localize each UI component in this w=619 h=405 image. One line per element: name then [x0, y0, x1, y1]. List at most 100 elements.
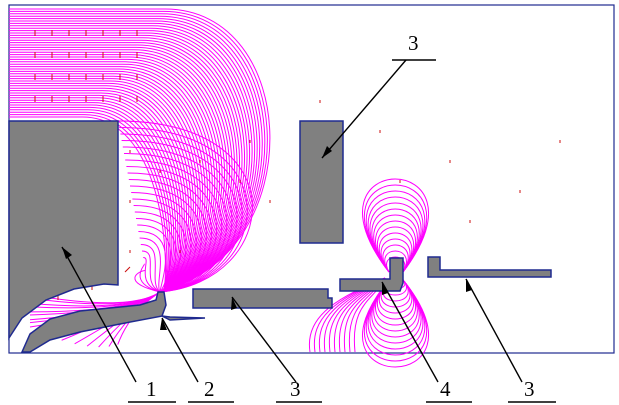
electrodes	[8, 120, 552, 353]
field-line-inner	[132, 198, 192, 293]
field-line-upper	[9, 97, 181, 291]
label-3-upper: 3	[408, 31, 419, 55]
field-line-inner	[126, 166, 218, 293]
electrode-1	[8, 120, 119, 341]
field-line-inner	[137, 224, 172, 293]
arrowhead-3a	[322, 146, 332, 158]
field-line-upper	[9, 116, 166, 291]
electrode-4	[339, 257, 404, 292]
field-line-inner	[134, 270, 161, 293]
field-line-lobe-upper	[378, 232, 413, 273]
leader-line-3c	[465, 278, 523, 383]
label-3-right: 3	[524, 377, 535, 401]
field-vector	[124, 266, 131, 273]
leader-lines	[61, 59, 523, 383]
field-line-upper	[9, 73, 204, 291]
arrowhead-1	[62, 247, 72, 259]
field-line-inner	[131, 192, 197, 293]
field-line-lobe-lower	[376, 279, 415, 320]
field-line-lobe-upper	[373, 214, 418, 273]
field-line-lobe-upper	[367, 196, 424, 273]
field-line-lobe-lower	[375, 279, 417, 326]
field-line-lobe-upper	[380, 238, 411, 273]
electrode-3-upper	[299, 120, 344, 244]
label-4: 4	[440, 377, 451, 401]
field-line-upper	[9, 94, 183, 291]
field-line-inner	[135, 218, 177, 293]
field-line-inner	[128, 179, 207, 293]
arrowhead-4	[382, 282, 388, 295]
field-line-inner	[143, 257, 161, 293]
field-line-inner	[121, 140, 238, 293]
field-line-lobe-upper	[369, 202, 422, 273]
field-line-inner	[140, 244, 161, 293]
field-line-upper	[9, 66, 211, 291]
field-line-inner	[125, 159, 223, 293]
field-line-lobe-upper	[384, 250, 407, 273]
field-line-upper	[9, 58, 218, 291]
field-line-lobe-upper	[365, 190, 426, 273]
field-line-upper	[9, 42, 235, 291]
field-line-upper	[9, 102, 177, 291]
field-line-lobe-lower	[362, 279, 429, 368]
field-line-lobe-upper	[376, 226, 415, 273]
field-line-upper	[9, 82, 194, 291]
field-line-upper	[9, 46, 230, 291]
arrowhead-3c	[466, 279, 472, 292]
field-line-inner	[138, 231, 166, 293]
field-line-inner	[139, 237, 161, 293]
leader-line-2	[161, 317, 199, 383]
label-2: 2	[204, 377, 215, 401]
field-line-upper	[9, 68, 208, 291]
electrode-2	[20, 291, 206, 353]
field-line-inner	[127, 172, 212, 293]
field-line-upper	[9, 111, 169, 291]
field-line-lobe-lower	[373, 279, 418, 332]
leader-line-3b	[231, 296, 297, 383]
field-line-inner	[129, 185, 202, 293]
field-line-lobe-lower	[367, 279, 424, 350]
field-line-lobe-upper	[386, 256, 406, 273]
field-line-upper	[9, 75, 201, 291]
field-line-lobe-upper	[362, 178, 429, 273]
field-line-inner	[119, 127, 248, 293]
field-line-lobe-lower	[369, 279, 422, 344]
label-underlines	[128, 59, 556, 403]
field-line-upper	[9, 104, 175, 291]
field-line-inner	[117, 120, 253, 293]
field-line-upper	[9, 78, 199, 291]
arrowheads	[62, 146, 472, 330]
leader-line-3a	[321, 59, 407, 159]
field-line-upper	[9, 114, 168, 291]
field-line-upper	[9, 85, 192, 291]
field-line-upper	[9, 54, 223, 291]
field-line-lobe-lower	[363, 279, 428, 362]
field-line-lobe-upper	[364, 184, 427, 273]
electrode-3-right	[427, 256, 552, 278]
field-line-inner	[139, 263, 161, 293]
leader-line-1	[61, 246, 137, 383]
field-vectors	[34, 30, 561, 300]
field-line-inner	[133, 205, 187, 293]
arrowhead-3b	[231, 297, 237, 310]
field-line-upper	[9, 61, 216, 291]
field-line-lobe-lower	[371, 279, 420, 338]
field-line-upper	[9, 109, 171, 291]
field-line-inner	[134, 211, 182, 293]
leader-line-4	[381, 281, 439, 383]
field-line-lobe-upper	[382, 244, 409, 273]
label-3-middle: 3	[290, 377, 301, 401]
field-line-upper	[9, 92, 185, 291]
field-line-upper	[9, 51, 225, 291]
field-line-lobe-lower	[378, 279, 413, 314]
electrode-3-lower	[192, 288, 333, 309]
field-line-inner	[120, 133, 243, 293]
field-line-inner	[122, 146, 233, 293]
field-line-lobe-upper	[375, 220, 417, 273]
field-line-lobe-lower	[365, 279, 426, 356]
field-line-inner	[123, 153, 228, 293]
field-line-upper	[9, 44, 233, 291]
arrowhead-2	[160, 318, 167, 330]
field-line-upper	[9, 87, 190, 291]
